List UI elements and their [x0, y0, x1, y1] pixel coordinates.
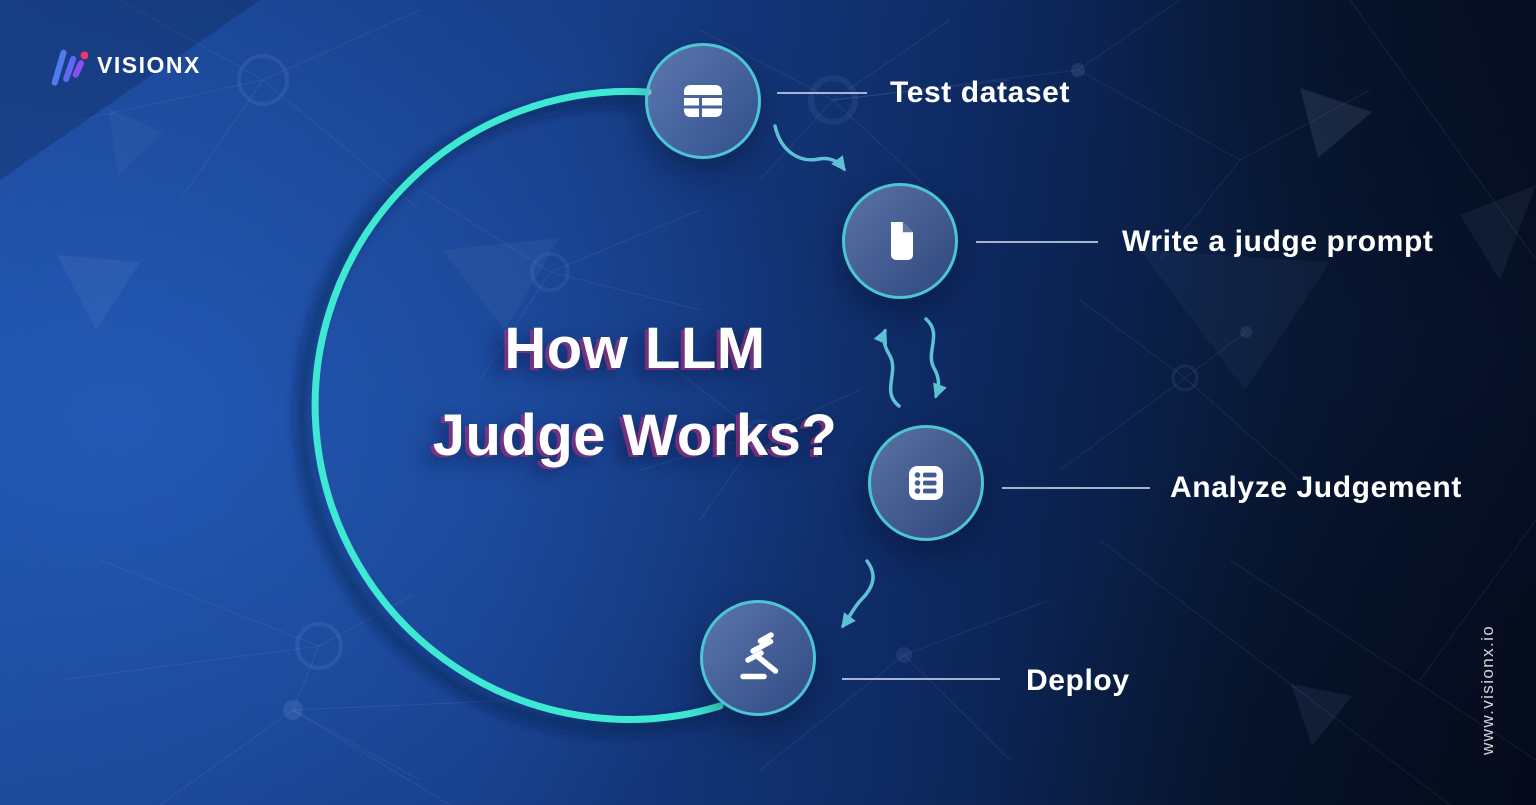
step-node-test-dataset: [645, 43, 761, 159]
brand-logo: VISIONX: [46, 42, 201, 88]
gavel-icon: [740, 632, 779, 680]
step-label-analyze-judgement: Analyze Judgement: [1170, 471, 1462, 504]
step-node-analyze-judgement: [868, 425, 984, 541]
arrow-step1-to-step2: [773, 124, 846, 172]
logo-dot: [80, 51, 88, 60]
page-title-line1: How LLM: [504, 316, 766, 381]
arrow-step3-to-step4: [841, 559, 875, 629]
step-label-judge-prompt: Write a judge prompt: [1122, 225, 1434, 258]
step-node-judge-prompt: [842, 183, 958, 299]
page-title: How LLM Judge Works?: [400, 305, 870, 479]
brand-name: VISIONX: [97, 51, 201, 78]
step-node-deploy: [700, 600, 816, 716]
step-label-test-dataset: Test dataset: [890, 76, 1071, 109]
list-icon: [909, 466, 943, 500]
visionx-logo-icon: [51, 49, 88, 86]
arc-stroke: [311, 87, 724, 723]
document-icon: [891, 222, 913, 260]
page-title-line2: Judge Works?: [432, 403, 838, 468]
website-url: www.visionx.io: [1478, 624, 1497, 755]
arrow-step3-to-step2: [873, 328, 901, 408]
step-label-deploy: Deploy: [1026, 664, 1130, 697]
arrow-step2-to-step3: [924, 317, 947, 399]
table-icon: [684, 85, 722, 117]
